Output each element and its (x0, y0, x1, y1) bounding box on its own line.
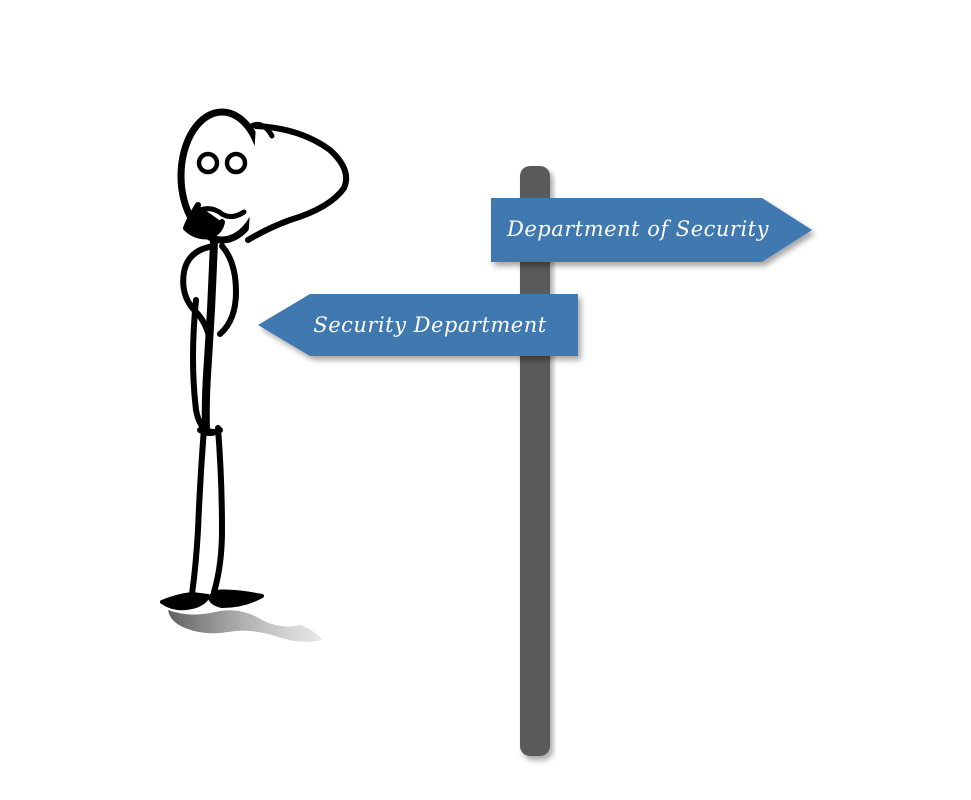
confused-stick-figure-icon (160, 108, 350, 642)
sign-department-of-security: Department of Security (491, 198, 812, 262)
figure-left-eye (196, 151, 220, 175)
figure-shadow (168, 610, 322, 642)
figure-right-eye (224, 151, 248, 175)
sign-label-left: Security Department (313, 313, 546, 337)
sign-label-right: Department of Security (506, 217, 770, 241)
sign-security-department: Security Department (258, 294, 578, 356)
